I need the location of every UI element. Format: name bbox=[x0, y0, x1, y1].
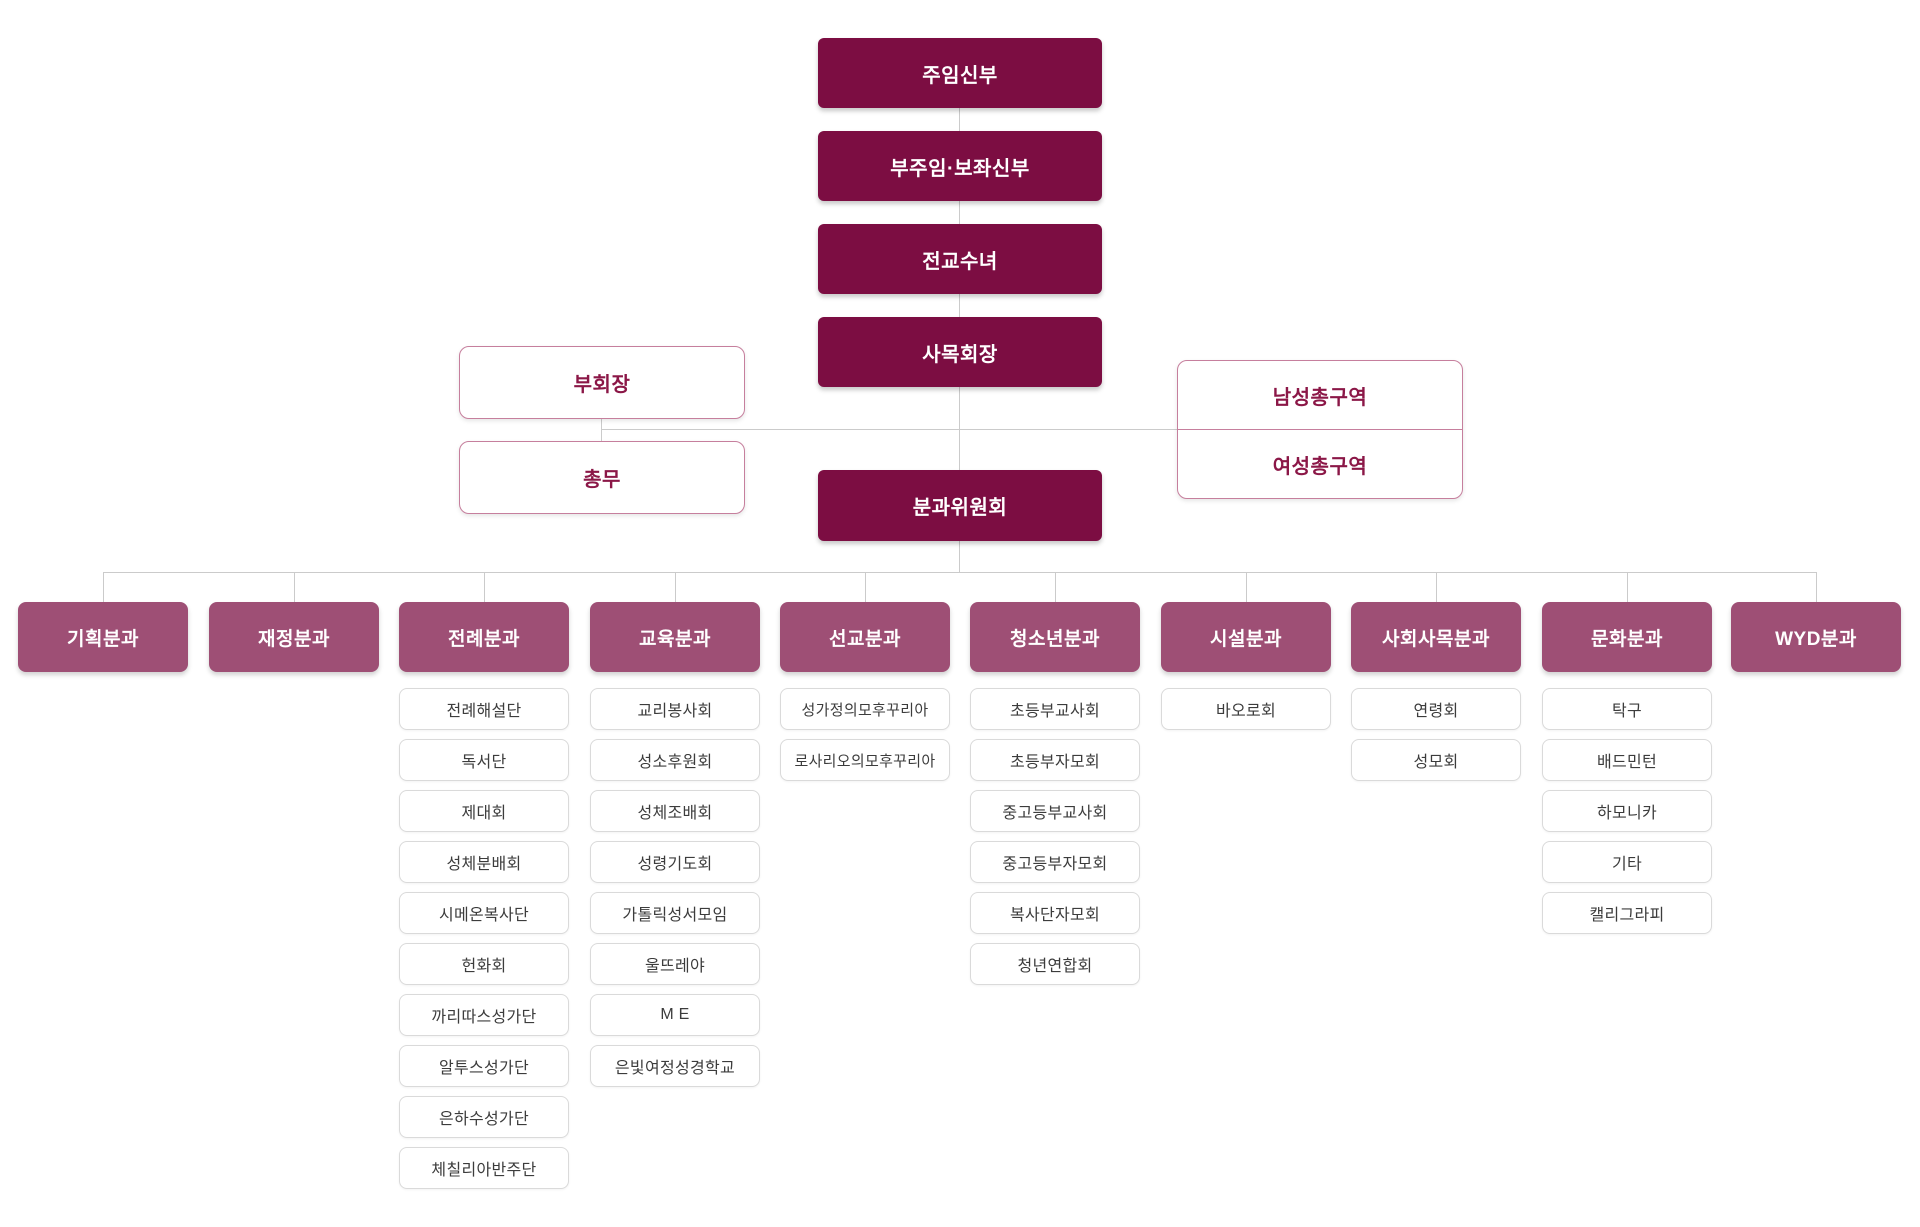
dept-box-facilities: 시설분과 bbox=[1161, 602, 1331, 672]
org-item: 울뜨레야 bbox=[590, 943, 760, 985]
org-item: 전례해설단 bbox=[399, 688, 569, 730]
org-item: 까리따스성가단 bbox=[399, 994, 569, 1036]
connector-line bbox=[294, 572, 295, 602]
department-column: 청소년분과 초등부교사회 초등부자모회 중고등부교사회 중고등부자모회 복사단자… bbox=[970, 602, 1140, 985]
dept-box-culture: 문화분과 bbox=[1542, 602, 1712, 672]
org-item: 기타 bbox=[1542, 841, 1712, 883]
node-districts: 남성총구역 여성총구역 bbox=[1177, 360, 1463, 499]
org-item: 헌화회 bbox=[399, 943, 569, 985]
org-item: 하모니카 bbox=[1542, 790, 1712, 832]
node-subcommittee: 분과위원회 bbox=[818, 470, 1102, 541]
org-item: 중고등부교사회 bbox=[970, 790, 1140, 832]
department-column: 시설분과 바오로회 bbox=[1161, 602, 1331, 730]
connector-line bbox=[959, 108, 960, 131]
org-item: 초등부교사회 bbox=[970, 688, 1140, 730]
connector-line bbox=[959, 294, 960, 317]
org-item: 체칠리아반주단 bbox=[399, 1147, 569, 1189]
department-column: 기획분과 bbox=[18, 602, 188, 679]
dept-box-youth: 청소년분과 bbox=[970, 602, 1140, 672]
dept-box-planning: 기획분과 bbox=[18, 602, 188, 672]
department-column: 교육분과 교리봉사회 성소후원회 성체조배회 성령기도회 가톨릭성서모임 울뜨레… bbox=[590, 602, 760, 1087]
connector-line bbox=[865, 572, 866, 602]
department-column: 전례분과 전례해설단 독서단 제대회 성체분배회 시메온복사단 헌화회 까리따스… bbox=[399, 602, 569, 1189]
connector-line bbox=[959, 201, 960, 224]
department-column: WYD분과 bbox=[1731, 602, 1901, 679]
node-mens-district: 남성총구역 bbox=[1272, 386, 1368, 409]
node-pastor: 주임신부 bbox=[818, 38, 1102, 108]
org-item: 독서단 bbox=[399, 739, 569, 781]
org-item: 연령회 bbox=[1351, 688, 1521, 730]
connector-line bbox=[1436, 572, 1437, 602]
dept-box-mission: 선교분과 bbox=[780, 602, 950, 672]
dept-box-education: 교육분과 bbox=[590, 602, 760, 672]
org-item: 로사리오의모후꾸리아 bbox=[780, 739, 950, 781]
connector-line bbox=[1246, 572, 1247, 602]
org-item: 은빛여정성경학교 bbox=[590, 1045, 760, 1087]
node-pastoral-council-president: 사목회장 bbox=[818, 317, 1102, 387]
node-vice-president: 부회장 bbox=[459, 346, 745, 419]
connector-line bbox=[484, 572, 485, 602]
connector-line bbox=[1627, 572, 1628, 602]
department-column: 문화분과 탁구 배드민턴 하모니카 기타 캘리그라피 bbox=[1542, 602, 1712, 934]
org-item: 캘리그라피 bbox=[1542, 892, 1712, 934]
connector-line bbox=[601, 429, 1177, 430]
org-item: 초등부자모회 bbox=[970, 739, 1140, 781]
org-item: 배드민턴 bbox=[1542, 739, 1712, 781]
org-item: 성모회 bbox=[1351, 739, 1521, 781]
dept-box-liturgy: 전례분과 bbox=[399, 602, 569, 672]
org-item: 탁구 bbox=[1542, 688, 1712, 730]
connector-line bbox=[1055, 572, 1056, 602]
org-item: 복사단자모회 bbox=[970, 892, 1140, 934]
org-item: 시메온복사단 bbox=[399, 892, 569, 934]
connector-line bbox=[103, 572, 1817, 573]
node-general-secretary: 총무 bbox=[459, 441, 745, 514]
node-assistant-priests: 부주임·보좌신부 bbox=[818, 131, 1102, 201]
department-column: 재정분과 bbox=[209, 602, 379, 679]
node-womens-district: 여성총구역 bbox=[1178, 429, 1462, 498]
connector-line bbox=[675, 572, 676, 602]
org-item: 성령기도회 bbox=[590, 841, 760, 883]
org-item: 은하수성가단 bbox=[399, 1096, 569, 1138]
dept-box-finance: 재정분과 bbox=[209, 602, 379, 672]
org-item: 성체분배회 bbox=[399, 841, 569, 883]
dept-box-social-pastoral: 사회사목분과 bbox=[1351, 602, 1521, 672]
org-item: 교리봉사회 bbox=[590, 688, 760, 730]
dept-box-wyd: WYD분과 bbox=[1731, 602, 1901, 672]
connector-line bbox=[1816, 572, 1817, 602]
org-item: 제대회 bbox=[399, 790, 569, 832]
connector-line bbox=[959, 387, 960, 470]
org-item: M E bbox=[590, 994, 760, 1036]
org-item: 성소후원회 bbox=[590, 739, 760, 781]
org-item: 중고등부자모회 bbox=[970, 841, 1140, 883]
department-column: 선교분과 성가정의모후꾸리아 로사리오의모후꾸리아 bbox=[780, 602, 950, 781]
org-item: 청년연합회 bbox=[970, 943, 1140, 985]
department-column: 사회사목분과 연령회 성모회 bbox=[1351, 602, 1521, 781]
org-item: 성가정의모후꾸리아 bbox=[780, 688, 950, 730]
node-missionary-sister: 전교수녀 bbox=[818, 224, 1102, 294]
org-item: 가톨릭성서모임 bbox=[590, 892, 760, 934]
org-item: 바오로회 bbox=[1161, 688, 1331, 730]
connector-line bbox=[959, 541, 960, 572]
org-item: 알투스성가단 bbox=[399, 1045, 569, 1087]
connector-line bbox=[103, 572, 104, 602]
org-item: 성체조배회 bbox=[590, 790, 760, 832]
